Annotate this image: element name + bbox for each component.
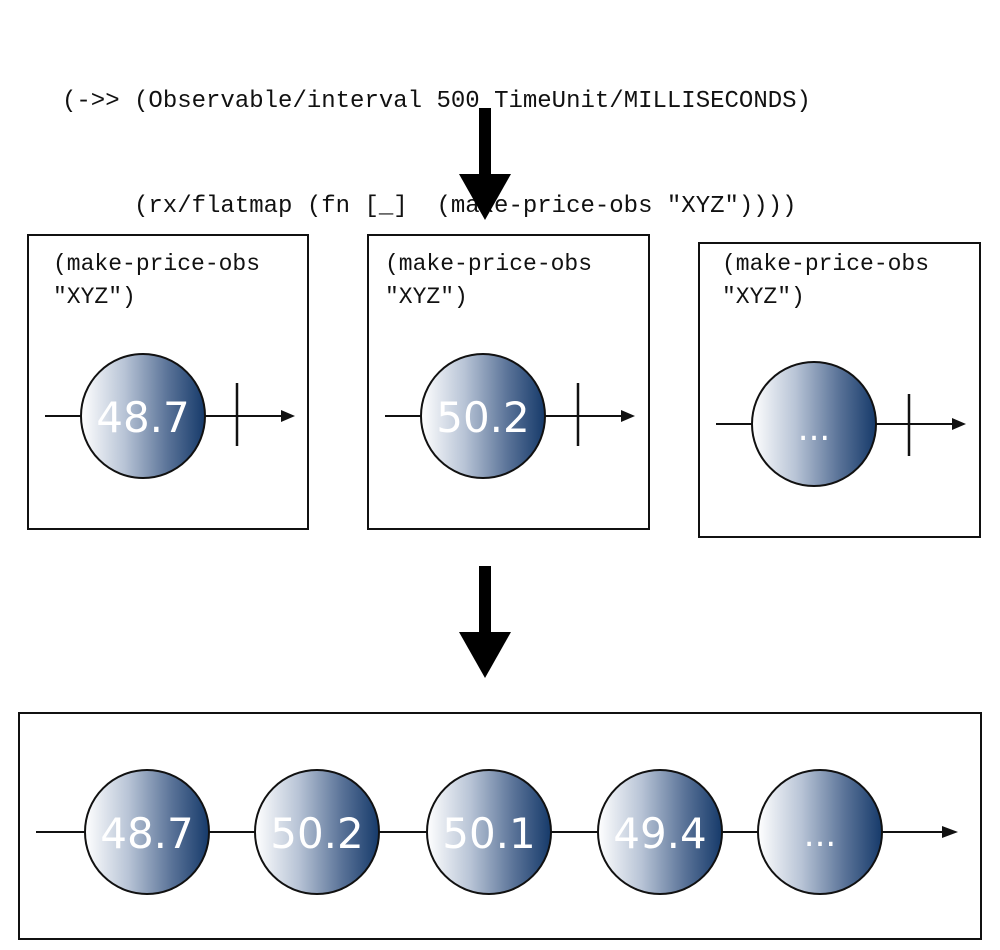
timeline-arrowhead-icon [952,418,966,430]
down-arrow-icon [459,108,511,220]
marble [84,769,210,895]
marble-value: 50.1 [442,809,536,858]
merged-marbles: 48.7 50.2 50.1 49.4... [84,769,883,895]
code-line-1: (->> (Observable/interval 500 TimeUnit/M… [62,88,811,115]
marble [597,769,723,895]
merged-stream-box: 48.7 50.2 50.1 49.4... [18,712,982,940]
marble-value: 49.4 [613,809,707,858]
stream-label: (make-price-obs "XYZ") [722,251,930,310]
marble [80,353,206,479]
stream-box-3: (make-price-obs "XYZ") ... [698,242,981,538]
marble-value: 50.2 [436,393,530,442]
marble [254,769,380,895]
marble [757,769,883,895]
stream-label: (make-price-obs "XYZ") [385,251,593,310]
marble [420,353,546,479]
code-block: (->> (Observable/interval 500 TimeUnit/M… [62,14,811,259]
marble [751,361,877,487]
marble-value: ... [804,815,836,855]
stream-box-1: (make-price-obs "XYZ") 48.7 [27,234,309,530]
code-line-2: (rx/flatmap (fn [_] (make-price-obs "XYZ… [134,193,797,220]
stream-box-2: (make-price-obs "XYZ") 50.2 [367,234,650,530]
marble-value: 48.7 [96,393,190,442]
timeline-arrowhead-icon [942,826,958,838]
timeline-arrowhead-icon [621,410,635,422]
stream-label: (make-price-obs "XYZ") [53,251,261,310]
marble-value: 50.2 [270,809,364,858]
marble-value: ... [798,409,830,449]
marble [426,769,552,895]
timeline-arrowhead-icon [281,410,295,422]
marble-value: 48.7 [100,809,194,858]
down-arrow-icon [459,566,511,678]
